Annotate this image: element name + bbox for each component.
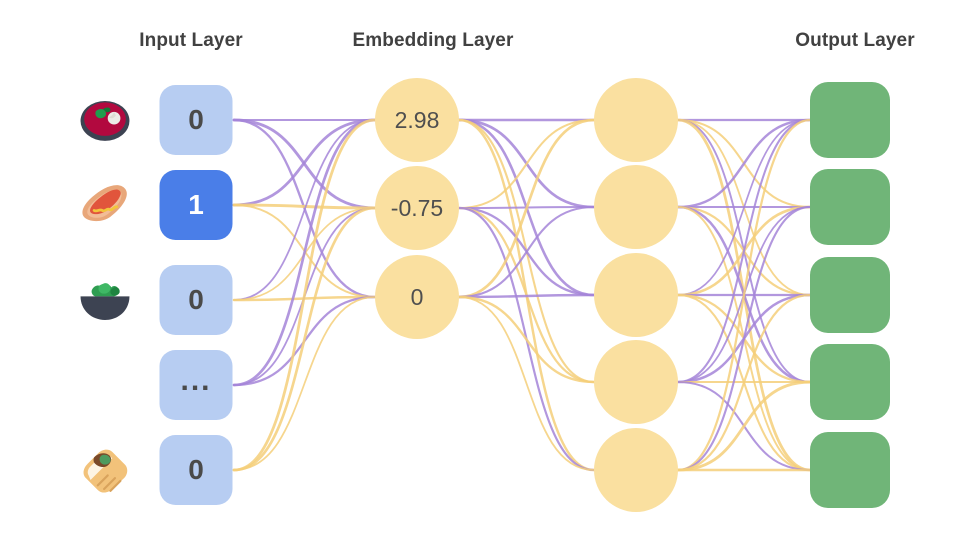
input-node-3[interactable]: 0: [159, 265, 233, 335]
output-node-4[interactable]: [810, 344, 890, 420]
output-node-5[interactable]: [810, 432, 890, 508]
layer-title-input-layer: Input Layer: [139, 30, 243, 51]
output-node-2[interactable]: [810, 169, 890, 245]
burrito-icon: [76, 441, 134, 499]
input-node-value: 0: [188, 284, 204, 315]
input-node-4[interactable]: ...: [159, 350, 233, 420]
layer-title-output-layer: Output Layer: [795, 30, 915, 51]
output-node-1[interactable]: [810, 82, 890, 158]
hidden-node-3[interactable]: [594, 253, 678, 337]
output-node-3[interactable]: [810, 257, 890, 333]
layer-title-embedding-layer: Embedding Layer: [352, 30, 514, 51]
embedding-node-1[interactable]: 2.98: [375, 78, 459, 162]
input-node-value: ...: [180, 364, 212, 397]
input-node-value: 0: [188, 104, 204, 135]
embedding-node-value: 0: [410, 283, 424, 310]
embedding-node-value: -0.75: [390, 194, 444, 221]
hidden-node-1[interactable]: [594, 78, 678, 162]
input-node-5[interactable]: 0: [159, 435, 233, 505]
steak-dish-icon: [76, 91, 134, 149]
embedding-node-3[interactable]: 0: [375, 255, 459, 339]
hidden-node-4[interactable]: [594, 340, 678, 424]
salad-bowl-icon: [76, 271, 134, 329]
input-node-2[interactable]: 1: [159, 170, 233, 240]
hidden-node-5[interactable]: [594, 428, 678, 512]
input-node-value: 1: [188, 189, 204, 220]
input-node-value: 0: [188, 454, 204, 485]
input-node-1[interactable]: 0: [159, 85, 233, 155]
hotdog-icon: [76, 176, 134, 234]
hidden-node-2[interactable]: [594, 165, 678, 249]
embedding-node-2[interactable]: -0.75: [375, 166, 459, 250]
embedding-node-value: 2.98: [394, 106, 440, 133]
